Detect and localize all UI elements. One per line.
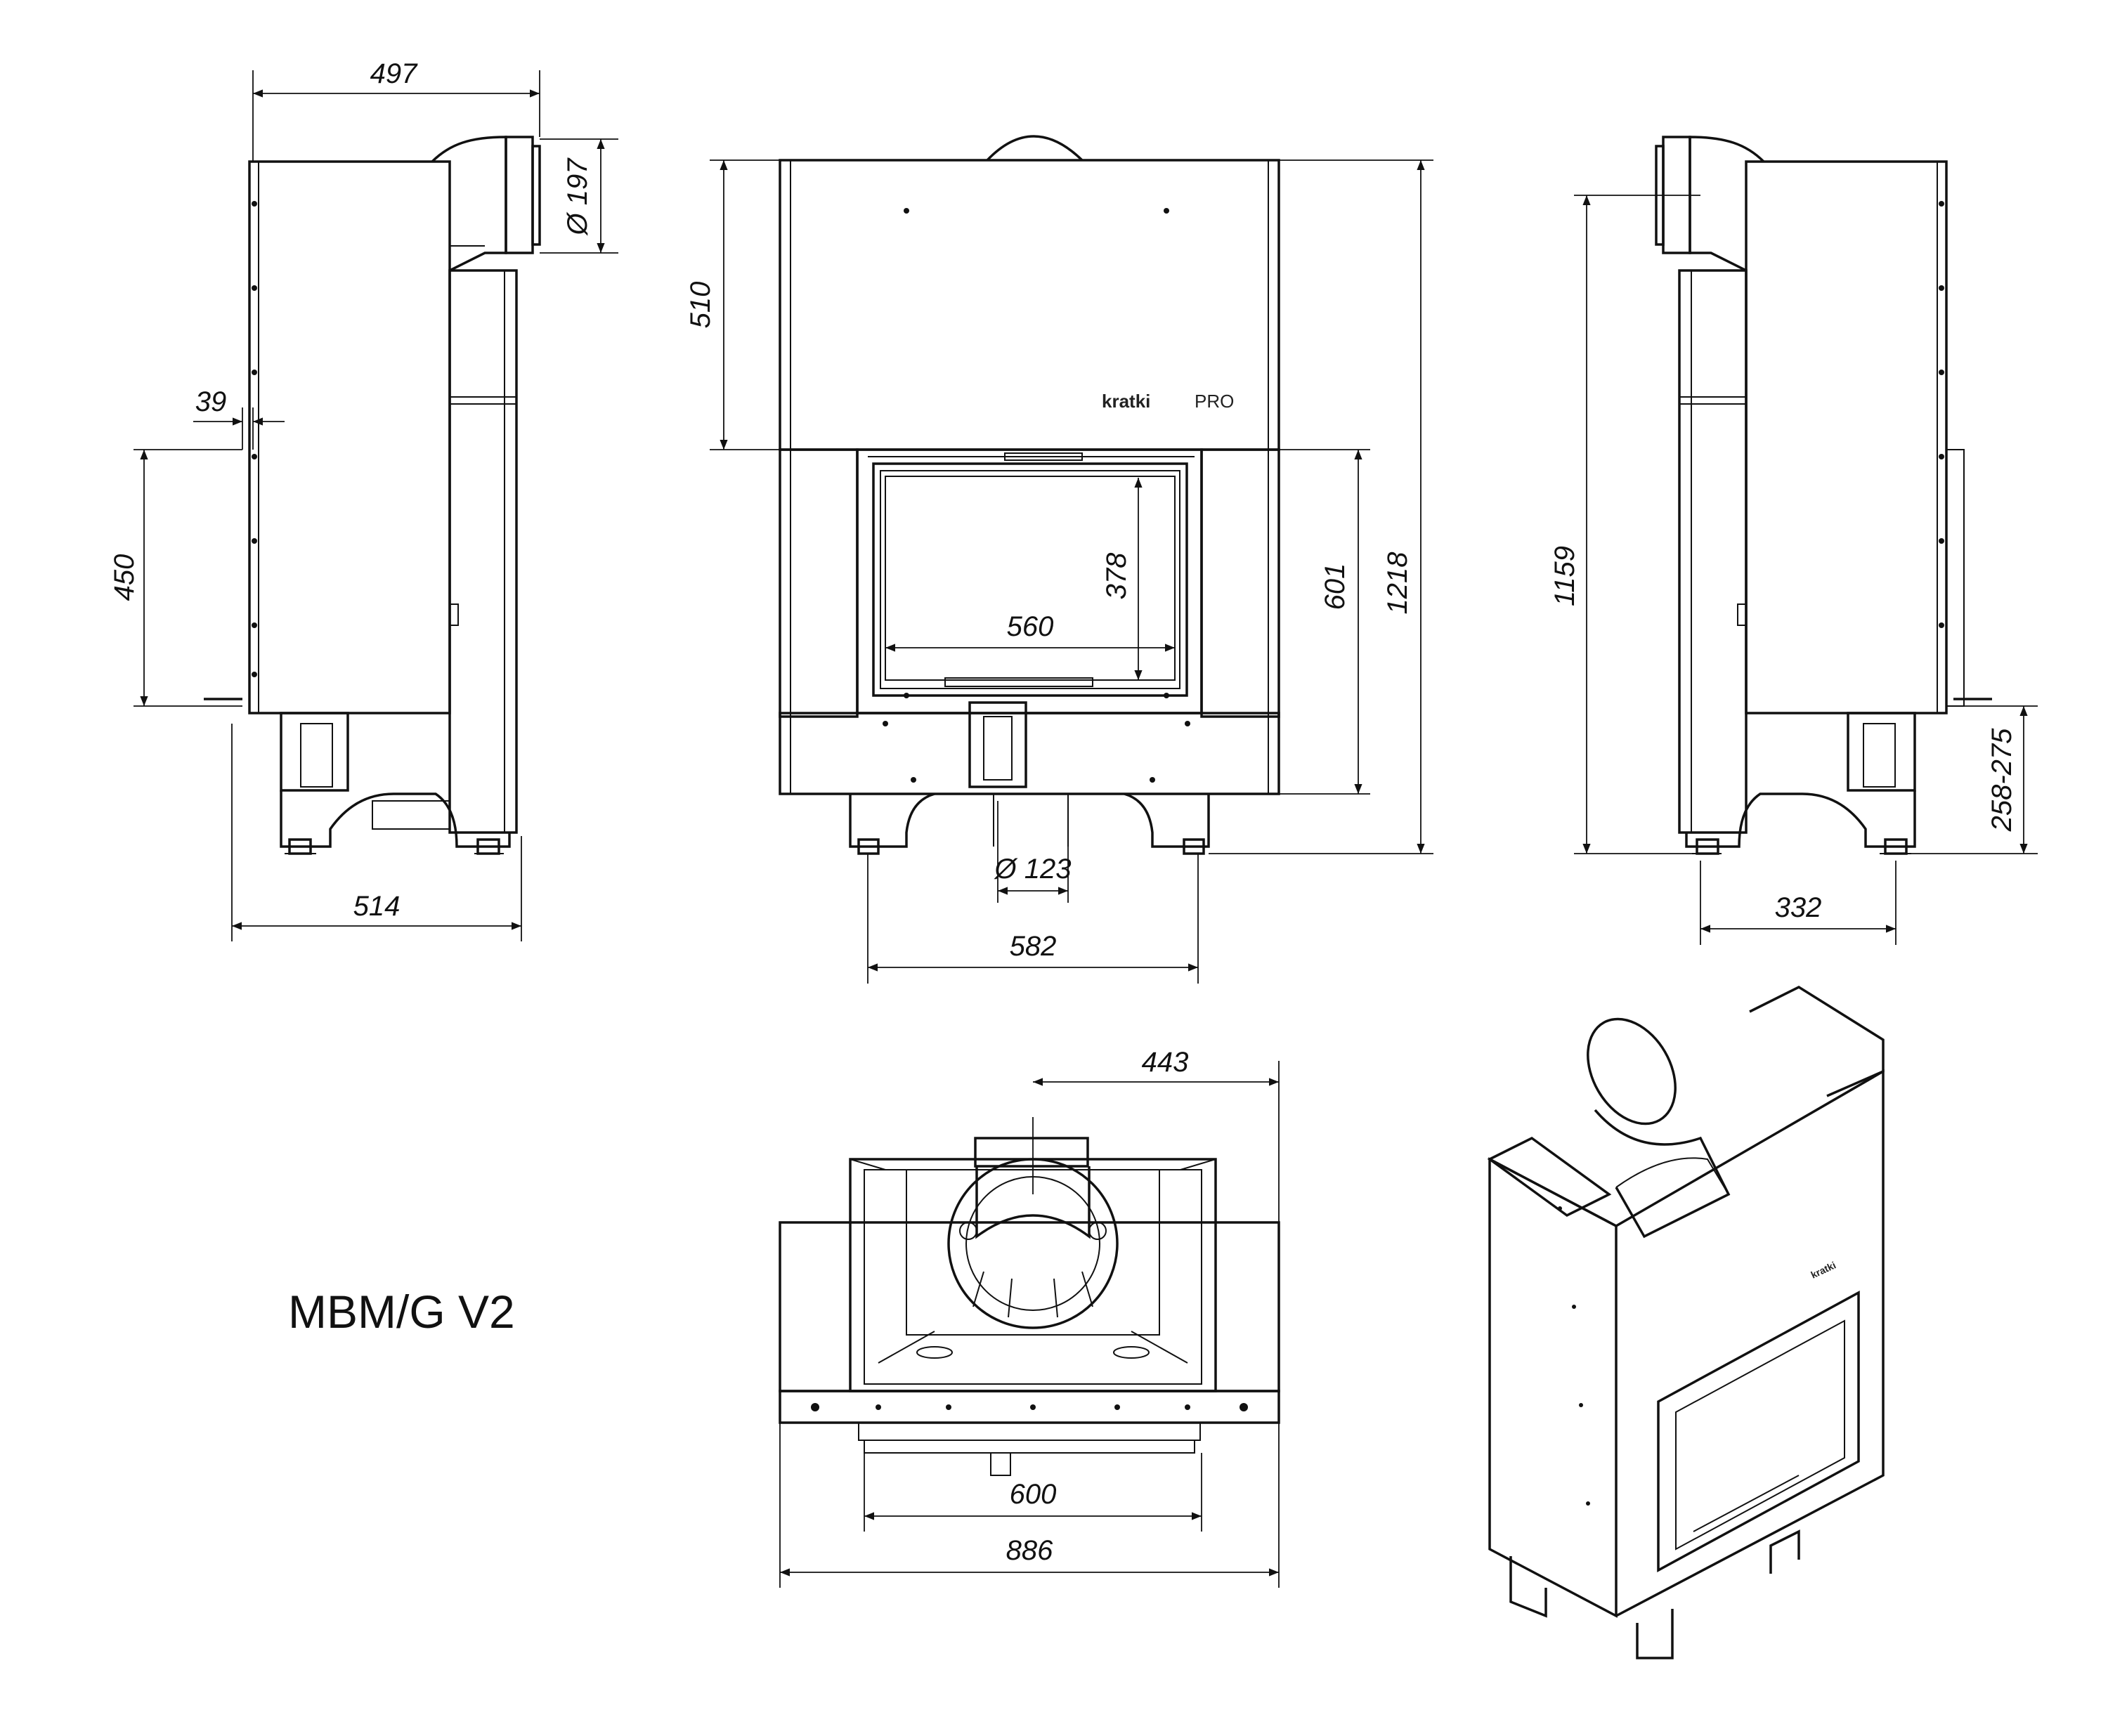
dim-582: 582	[1010, 931, 1057, 962]
dim-514: 514	[353, 891, 401, 922]
dim-258-275: 258-275	[1986, 728, 2017, 833]
dim-443: 443	[1142, 1047, 1189, 1078]
dim-600: 600	[1010, 1479, 1057, 1510]
side-view-left	[204, 136, 541, 855]
dim-flue-197: Ø 197	[562, 157, 593, 237]
dim-1159: 1159	[1549, 546, 1580, 606]
dimensions-right: 1159 258-275 332	[1549, 195, 2038, 945]
dim-601: 601	[1320, 563, 1351, 611]
dim-39: 39	[195, 386, 227, 417]
dim-450: 450	[109, 554, 140, 601]
dim-1218: 1218	[1382, 552, 1413, 615]
front-view: kratki PRO	[779, 135, 1280, 855]
dim-497: 497	[370, 58, 418, 89]
iso-brand-name: kratki	[1809, 1259, 1838, 1280]
dim-378: 378	[1101, 552, 1132, 599]
dim-886: 886	[1006, 1535, 1053, 1566]
dimensions-top: 443 600 886	[779, 1047, 1280, 1588]
dim-510: 510	[685, 282, 716, 329]
isometric-view: kratki	[1487, 985, 1885, 1659]
top-view	[779, 1137, 1280, 1476]
model-name: MBM/G V2	[288, 1286, 515, 1338]
brand-suffix: PRO	[1195, 391, 1234, 412]
dimensions-front: 510 378 560 601 1218 Ø 123 582	[685, 159, 1433, 984]
brand-logo: kratki PRO	[1102, 391, 1234, 412]
dim-air-123: Ø 123	[994, 854, 1072, 885]
dimensions-left: 497 Ø 197 39 450 514	[109, 58, 618, 941]
side-view-right	[1655, 136, 1992, 855]
dim-560: 560	[1007, 611, 1054, 642]
brand-name: kratki	[1102, 391, 1150, 412]
dim-332: 332	[1775, 892, 1822, 923]
